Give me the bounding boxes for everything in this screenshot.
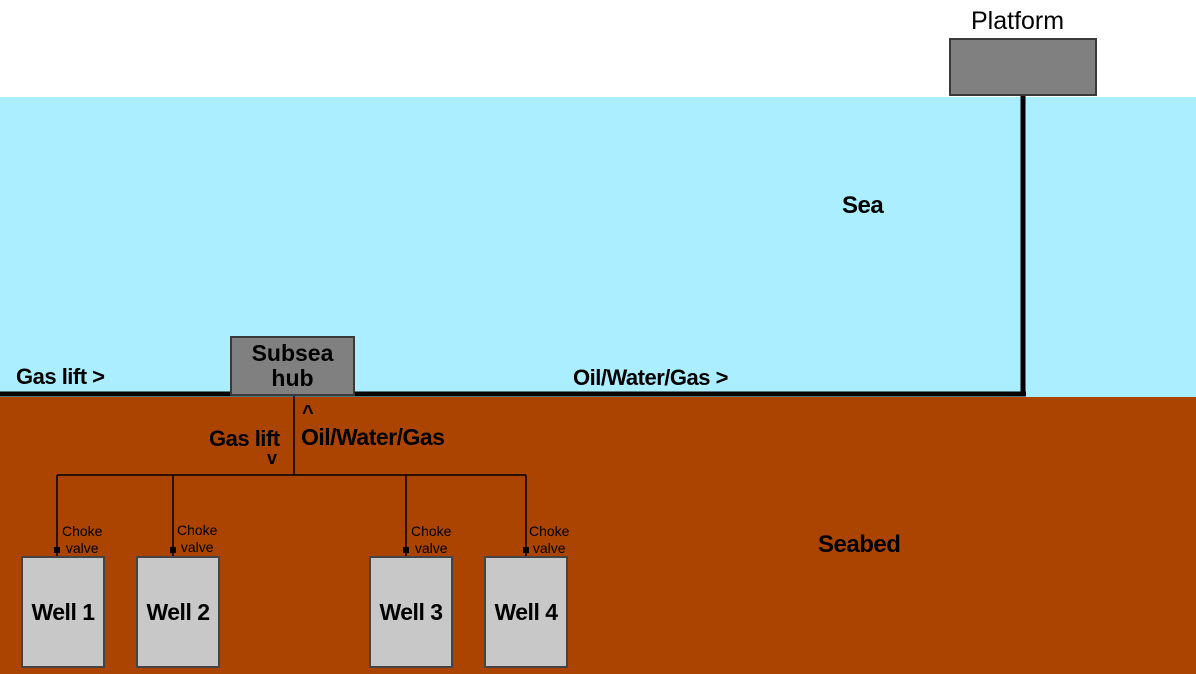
export-flow-label: Oil/Water/Gas > <box>573 365 728 390</box>
well-2-box: Well 2 <box>136 556 220 668</box>
choke-valve-1-label: Choke valve <box>62 523 103 556</box>
gas-lift-down-arrow: v <box>267 448 277 468</box>
well-3-box: Well 3 <box>369 556 453 668</box>
gas-lift-down-label: Gas lift <box>209 426 280 451</box>
well-4-label: Well 4 <box>494 598 558 625</box>
riser-flow-label: Oil/Water/Gas <box>301 424 445 450</box>
sea-area <box>0 97 1196 397</box>
well-1-box: Well 1 <box>21 556 105 668</box>
well-3-label: Well 3 <box>379 598 443 625</box>
well-1-label: Well 1 <box>31 598 95 625</box>
choke-valve-2-label: Choke valve <box>177 522 218 555</box>
platform-label: Platform <box>971 7 1065 35</box>
choke-valve-4-label: Choke valve <box>529 523 570 556</box>
riser-up-arrow: ^ <box>302 402 314 424</box>
seabed-label: Seabed <box>818 531 901 558</box>
choke-valve-3-label: Choke valve <box>411 523 452 556</box>
well-4-box: Well 4 <box>484 556 568 668</box>
platform-box <box>949 38 1097 96</box>
choke-valve-1-marker <box>54 547 60 553</box>
choke-valve-4-marker <box>523 547 529 553</box>
choke-valve-3-marker <box>403 547 409 553</box>
gas-lift-in-label: Gas lift > <box>16 364 105 389</box>
subsea-hub-box: Subsea hub <box>230 336 355 396</box>
well-2-label: Well 2 <box>146 598 210 625</box>
sea-label: Sea <box>842 192 884 219</box>
subsea-hub-label: Subsea hub <box>251 340 334 391</box>
choke-valve-2-marker <box>170 547 176 553</box>
